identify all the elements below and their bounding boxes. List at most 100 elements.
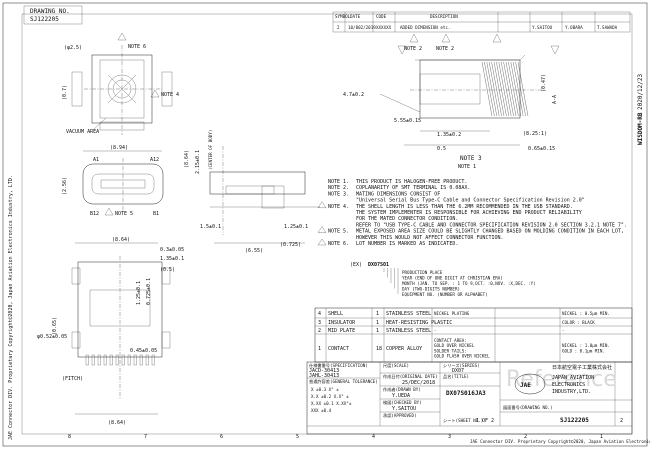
- note-text: REFER TO "USB TYPE-C CABLE AND CONNECTOR…: [356, 222, 627, 228]
- dim-215: 2.15±0.1: [195, 150, 201, 174]
- ex-code: DX07S01: [368, 262, 389, 268]
- material-qty: 1: [376, 328, 379, 334]
- note-triangle: [317, 226, 327, 233]
- dim-135-foot: 1.35±0.1: [160, 256, 184, 262]
- note5-callout: NOTE 5: [115, 211, 133, 217]
- date-label: 作成日付(ORIGINAL DATE): [383, 373, 438, 380]
- column-number: 5: [296, 434, 299, 440]
- note-number: NOTE 2.: [328, 185, 349, 191]
- column-number: 1: [600, 434, 603, 440]
- rev-drawn: Y.SAITOU: [532, 25, 553, 30]
- pin-a12: A12: [150, 157, 159, 163]
- material-qty: 18: [376, 346, 382, 352]
- dwg-no: SJ122205: [560, 417, 589, 424]
- note-text: THE SYSTEM IMPLEMENTER IS RESPONSIBLE FO…: [356, 210, 582, 216]
- sheet-value: 1 OF 2: [476, 418, 494, 424]
- hatch-line: [481, 61, 493, 117]
- column-number: 7: [144, 434, 147, 440]
- section-scale: NOTE 1: [458, 164, 476, 170]
- pin-b1: B1: [153, 211, 159, 217]
- rev-desc: ADDED DIMENSION etc.: [400, 25, 450, 30]
- column-number: 4: [372, 434, 375, 440]
- note-text: "Universal Serial Bus Type-C Cable and C…: [356, 198, 585, 204]
- hatch-line: [486, 61, 497, 117]
- hatch-line: [484, 61, 495, 117]
- ex-label: (EX): [350, 262, 362, 268]
- stamp-date: 2020/12/23: [637, 73, 644, 110]
- note-text: THIS PRODUCT IS HALOGEN-FREE PRODUCT.: [356, 179, 467, 185]
- pin-pad: [133, 354, 137, 366]
- hatch-line: [505, 61, 517, 117]
- note-number: NOTE 4.: [328, 204, 349, 210]
- material-finish: NICKEL PLATING: [434, 311, 470, 316]
- dim-025: 5.55±0.15: [394, 118, 421, 124]
- title-value: DX07S016JA3: [446, 390, 486, 397]
- jae-logo: JAE: [514, 373, 546, 395]
- dim-phi052: φ0.52±0.05: [37, 334, 67, 340]
- note-text: HOWEVER THIS WOULD NOT AFFECT CONNECTOR …: [356, 235, 504, 241]
- tolerance-row: X.XX ±0.1 X.XX°±: [311, 401, 352, 406]
- dim-05-foot: (0.5): [160, 267, 175, 273]
- section-hatch: [481, 61, 529, 117]
- drawn-label: 作成者(DRAWN BY): [383, 386, 421, 393]
- tolerance-row: X.X ±0.2 X.X° ±: [311, 394, 349, 399]
- hatch-line: [496, 61, 507, 117]
- hatch-line: [491, 61, 502, 117]
- company-en-3: INDUSTRY,LTD.: [552, 389, 591, 395]
- note-number: NOTE 1.: [328, 179, 349, 185]
- footer-copyright: JAE Connector DIV. Proprietary Copyright…: [470, 439, 650, 444]
- rev-col-desc: DESCRIPTION: [430, 14, 458, 19]
- rev-date: 10/002/2019: [348, 25, 376, 30]
- hatch-line: [517, 61, 529, 117]
- hatch-line: [508, 61, 519, 117]
- material-note: COLOR : BLACK: [562, 320, 595, 325]
- approved-label: 承認(APPROVED): [383, 412, 417, 419]
- material-qty: 1: [376, 320, 379, 326]
- rev-mark: 2: [337, 25, 340, 30]
- spec-2: JAHL-30413: [309, 373, 339, 379]
- tolerance-rows: X ±0.3 X° ±X.X ±0.2 X.X° ±X.XX ±0.1 X.XX…: [311, 387, 352, 413]
- pin-pad: [139, 354, 143, 366]
- material-note: -: [562, 328, 565, 333]
- title-label: 品名(TITLE): [443, 373, 469, 380]
- material-part: SHELL: [328, 311, 343, 317]
- dim-894: (8.94): [110, 145, 128, 151]
- note-text: THE SHELL LENGTH IS LESS THAN THE 6.2MM …: [356, 204, 573, 210]
- note-triangle: [317, 238, 327, 246]
- hatch-line: [515, 61, 526, 117]
- hatch-line: [498, 61, 509, 117]
- pin-pad: [121, 354, 125, 366]
- dim-555: 0.5: [437, 146, 446, 152]
- pin-pad: [91, 354, 95, 366]
- dim-047: (8.25:1): [523, 131, 547, 137]
- series-label: シリーズ(SERIES): [443, 362, 480, 369]
- hatch-line: [501, 61, 512, 117]
- section-label: NOTE 3: [460, 155, 482, 162]
- notes-block: NOTE 1. THIS PRODUCT IS HALOGEN-FREE PROD…: [317, 179, 627, 247]
- material-finish: -: [434, 328, 437, 333]
- tolerance-row: XXX ±0.4: [311, 408, 332, 413]
- sheet-label: シート(SHEET NO.): [443, 418, 483, 423]
- drawn-by: Y.UEDA: [392, 393, 410, 399]
- column-number: 3: [448, 434, 451, 440]
- dim-065-sect: A-A: [552, 95, 558, 104]
- material-finish: GOLD OVER NICKEL: [434, 343, 475, 348]
- hatch-line: [513, 61, 524, 117]
- rev-col-symbol: SYMBOL: [335, 14, 351, 19]
- title-block: [306, 361, 633, 435]
- rev-col-code: CODE: [376, 14, 387, 19]
- company-en-2: ELECTRONICS: [552, 382, 585, 388]
- pin-pad: [85, 354, 89, 366]
- hatch-line: [493, 61, 505, 117]
- pin-pad: [145, 354, 149, 366]
- material-note: NICKEL : 0.5μm MIN.: [562, 311, 610, 316]
- rev-col-date: DATE: [350, 14, 361, 19]
- pin-pad: [97, 354, 101, 366]
- column-number: 6: [220, 434, 223, 440]
- material-no: 1: [318, 346, 321, 352]
- vacuum-area-label: VACUUM AREA: [66, 129, 99, 135]
- edge-code-left: JAE Connector DIV. Proprietary Copyright…: [8, 175, 14, 440]
